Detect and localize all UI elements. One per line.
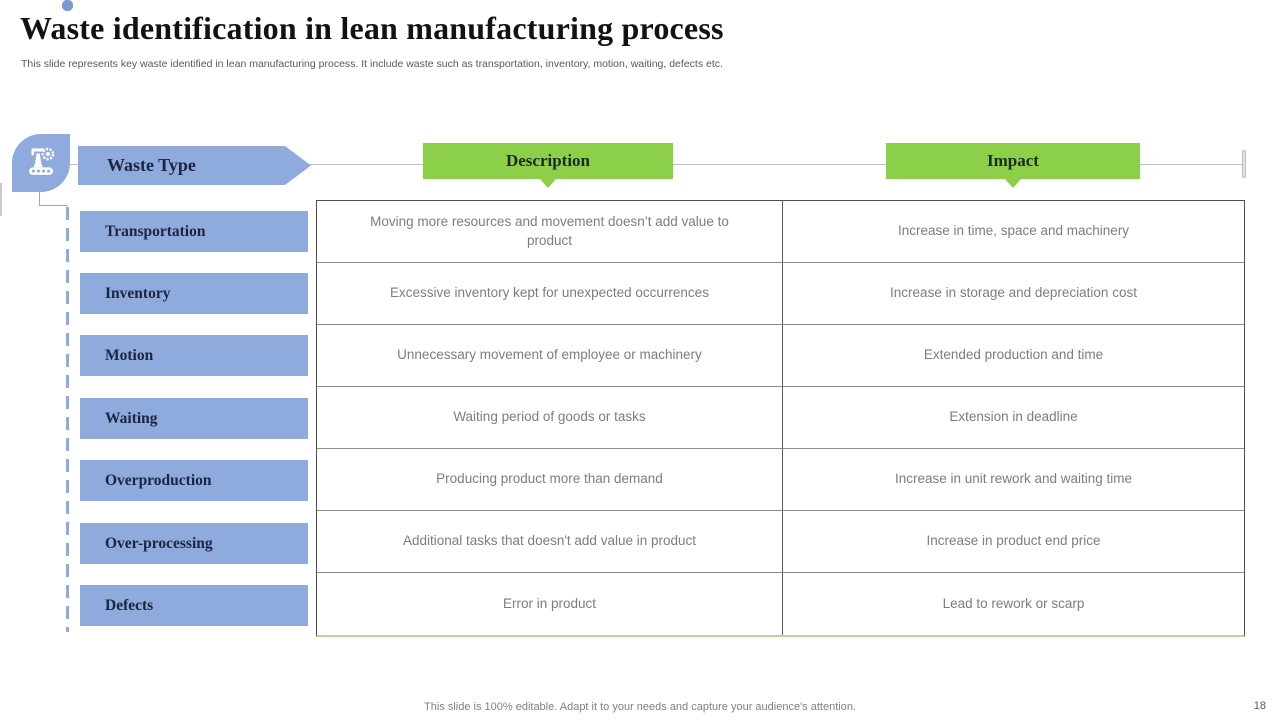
impact-cell: Extension in deadline — [782, 387, 1244, 449]
icon-elbow-connector-vertical — [39, 192, 40, 206]
description-cell: Moving more resources and movement doesn… — [317, 201, 782, 263]
impact-column-header: Impact — [886, 143, 1140, 179]
icon-elbow-connector-horizontal — [39, 205, 68, 206]
header-connector-end-tick — [1242, 150, 1246, 178]
waste-type-label-overproduction: Overproduction — [80, 460, 308, 501]
lean-manufacturing-icon-bubble — [12, 134, 70, 192]
description-column-header: Description — [423, 143, 673, 179]
description-cell: Excessive inventory kept for unexpected … — [317, 263, 782, 325]
editable-note: This slide is 100% editable. Adapt it to… — [424, 701, 856, 713]
left-edge-connector — [0, 183, 2, 216]
waste-type-label-transportation: Transportation — [80, 211, 308, 252]
description-cell: Producing product more than demand — [317, 449, 782, 511]
description-cell: Additional tasks that doesn't add value … — [317, 511, 782, 573]
waste-type-label-inventory: Inventory — [80, 273, 308, 314]
waste-type-label-over-processing: Over-processing — [80, 523, 308, 564]
rail-dot — [62, 0, 73, 11]
waste-type-header-label: Waste Type — [107, 155, 196, 175]
page-number: 18 — [1253, 700, 1266, 712]
description-cell: Error in product — [502, 595, 597, 611]
dashed-rail — [66, 207, 69, 632]
impact-cell: Increase in time, space and machinery — [782, 201, 1244, 263]
impact-cell: Increase in product end price — [782, 511, 1244, 573]
description-header-label: Description — [505, 151, 591, 170]
robotic-arm-icon — [22, 142, 60, 185]
impact-cell: Increase in unit rework and waiting time — [782, 449, 1244, 511]
waste-table: Moving more resources and movement doesn… — [316, 200, 1245, 637]
waste-type-label-waiting: Waiting — [80, 398, 308, 439]
description-cell: Waiting period of goods or tasks — [317, 387, 782, 449]
description-cell: Unnecessary movement of employee or mach… — [317, 325, 782, 387]
impact-cell: Lead to rework or scarp — [782, 573, 1244, 635]
impact-cell: Increase in storage and depreciation cos… — [782, 263, 1244, 325]
impact-header-label: Impact — [987, 151, 1039, 170]
impact-cell: Extended production and time — [782, 325, 1244, 387]
page-title: Waste identification in lean manufacturi… — [20, 10, 724, 46]
slide-subtitle: This slide represents key waste identifi… — [21, 58, 723, 70]
waste-type-header-chevron: Waste Type — [78, 146, 311, 185]
waste-type-label-defects: Defects — [80, 585, 308, 626]
waste-type-label-motion: Motion — [80, 335, 308, 376]
